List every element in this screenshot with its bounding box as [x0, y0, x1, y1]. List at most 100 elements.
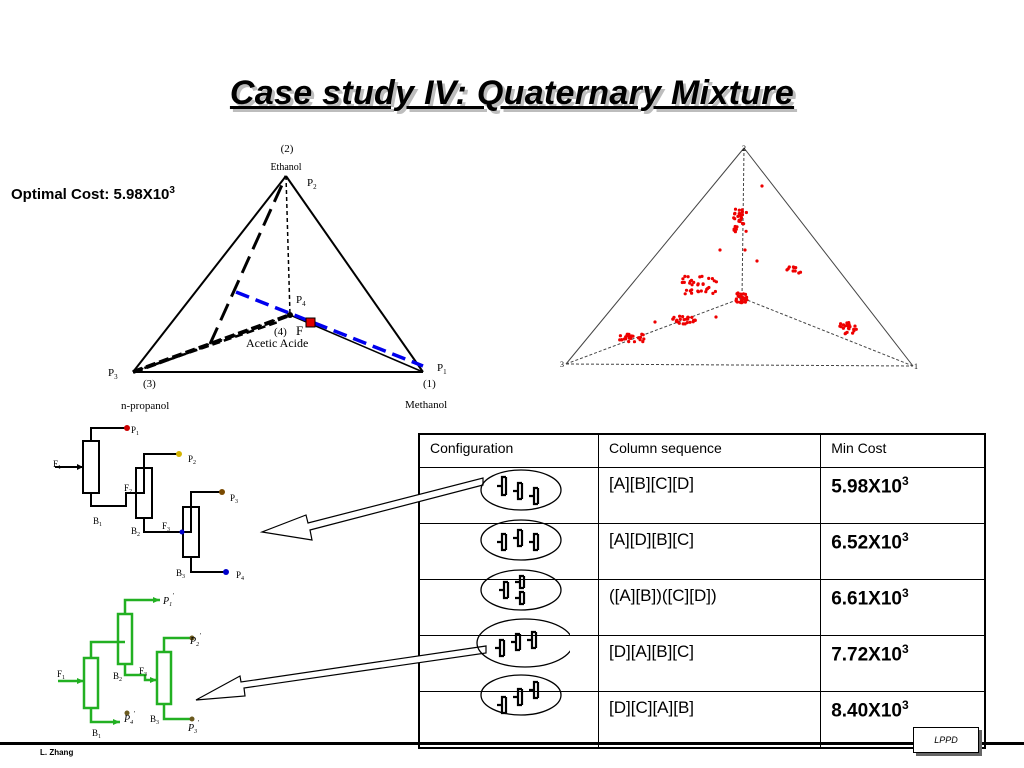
configuration-cell [418, 635, 599, 692]
scatter-point [739, 292, 743, 296]
scatter-point [691, 318, 696, 323]
table-row: [D][A][B][C] 7.72X103 [418, 635, 986, 692]
top-label-b3: B3 [176, 568, 185, 580]
scatter-point [734, 227, 738, 231]
scatter-point [733, 211, 737, 215]
dot-p3 [219, 489, 225, 495]
bottom-label-f3: F3 [139, 666, 147, 678]
top-label-p3: P3 [230, 493, 238, 505]
vertex-4-dot [287, 312, 293, 318]
arrow-to-top-flowsheet [259, 477, 484, 541]
scatter-point [797, 271, 801, 275]
config-overlay [195, 469, 570, 716]
scatter-point [739, 301, 744, 305]
scatter-point [627, 340, 631, 344]
scatter-points [618, 184, 858, 344]
top-label-b2: B2 [131, 526, 140, 538]
cost-cell: 6.61X103 [820, 579, 986, 636]
cfg2-col3 [529, 532, 540, 552]
scatter-point [791, 269, 795, 273]
bottom-label-p2: P2' [189, 632, 201, 648]
v2-name: Ethanol [270, 162, 301, 173]
scatter-point [620, 338, 624, 342]
scatter-point [681, 322, 685, 326]
scatter-point [732, 216, 736, 220]
scatter-point [699, 289, 703, 293]
scatter-point [739, 216, 744, 220]
scatter-point [638, 335, 643, 339]
bottom-label-p1: P1' [162, 592, 174, 608]
green-stream-p1 [123, 598, 160, 614]
label-p2: P2 [307, 177, 317, 191]
scatter-point [690, 283, 694, 287]
scatter-point [640, 332, 644, 336]
scatter-point [681, 315, 685, 319]
label-p4: P4 [296, 294, 306, 308]
scatter-point [733, 224, 737, 229]
cfg5-col2 [513, 687, 524, 707]
feed-point [305, 317, 316, 328]
scatter-point [629, 336, 633, 340]
scatter-point [678, 317, 682, 321]
scatter-point [741, 292, 746, 296]
scatter-point [704, 290, 708, 294]
scatter-point [688, 320, 692, 324]
header-configuration: Configuration [418, 433, 599, 468]
v1-num: (1) [423, 378, 436, 390]
scatter-point [631, 334, 635, 338]
green-dot-p2 [189, 635, 195, 641]
scatter-point [684, 317, 689, 321]
slide-title: Case study IV: Quaternary Mixture [229, 74, 795, 112]
scatter-point [683, 274, 687, 278]
scatter-point [744, 210, 749, 215]
table-row: [A][B][C][D] 5.98X103 [418, 467, 986, 524]
scatter-point [696, 290, 701, 294]
scatter-point [847, 323, 851, 327]
scatter-point [688, 289, 692, 293]
scatter-point [698, 275, 702, 279]
scatter-point [736, 294, 740, 298]
scatter-vertex-right: 1 [914, 362, 918, 371]
scatter-point [632, 340, 637, 344]
scatter-point [684, 288, 689, 292]
cfg2-col1 [497, 532, 508, 552]
cost-cell: 6.52X103 [820, 523, 986, 580]
cfg3-col1 [499, 580, 510, 600]
table-row: ([A][B])([C][D]) 6.61X103 [418, 579, 986, 636]
stream-b2 [143, 507, 192, 533]
configuration-cell [418, 691, 599, 749]
scatter-point [734, 297, 739, 301]
cfg4-col2 [511, 632, 522, 652]
bottom-label-p3: P3' [187, 719, 199, 735]
top-label-p1: P1 [131, 425, 139, 437]
scatter-point [653, 320, 657, 324]
scatter-point [692, 280, 696, 284]
header-column-sequence: Column sequence [597, 433, 822, 468]
scatter-edge-left [565, 147, 745, 365]
green-stream-p4 [89, 708, 120, 724]
edge-2-1 [285, 175, 424, 373]
bottom-label-b1: B1 [92, 728, 101, 740]
scatter-point [851, 331, 855, 335]
scatter-point [677, 321, 681, 325]
scatter-point [743, 248, 747, 252]
v3-name: n-propanol [121, 400, 169, 412]
scatter-point [701, 282, 705, 286]
cfg5-col1 [497, 695, 508, 715]
top-label-p2: P2 [188, 454, 196, 466]
stream-p1 [90, 427, 126, 441]
scatter-edge-center-left [565, 297, 743, 365]
green-arrow-p1 [153, 597, 160, 603]
flowsheet-top: P1 P2 P3 P4 F1 F2 F3 B1 B2 B3 [53, 425, 244, 582]
scatter-point [745, 295, 749, 299]
cfg4-col1 [495, 638, 506, 658]
scatter-point [682, 280, 686, 284]
scatter-point [737, 208, 741, 212]
v3-num: (3) [143, 378, 156, 390]
bottom-label-b3: B3 [150, 714, 159, 726]
scatter-point [743, 300, 748, 304]
scatter-point [838, 324, 842, 328]
sequence-cell: ([A][B])([C][D]) [597, 579, 822, 636]
scatter-point [737, 219, 741, 223]
scatter-point [841, 326, 846, 330]
